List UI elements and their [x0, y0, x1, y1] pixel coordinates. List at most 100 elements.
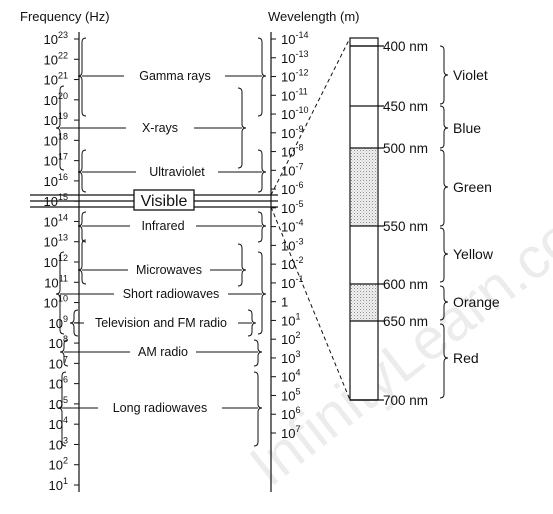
nm-mark-label: 600 nm — [383, 277, 428, 292]
visible-label-box — [133, 189, 195, 211]
brace-left-short — [55, 251, 65, 335]
nm-mark-label: 650 nm — [383, 314, 428, 329]
band-label-uv: Ultraviolet — [149, 165, 205, 179]
frequency-tick-label: 1020 — [44, 91, 68, 108]
frequency-ticks: 1023102210211020101910181017101610151014… — [44, 30, 79, 493]
brace-left-uv — [77, 149, 87, 193]
color-label-yellow: Yellow — [453, 246, 494, 262]
frequency-tick-label: 104 — [49, 415, 68, 432]
wavelength-tick-label: 1 — [281, 295, 288, 310]
wavelength-tick-label: 10-12 — [281, 68, 308, 85]
frequency-tick-label: 1022 — [44, 50, 68, 67]
brace-left-xrays — [55, 85, 65, 171]
brace-orange — [439, 285, 449, 321]
zoom-line-top — [270, 37, 351, 196]
band-label-gamma: Gamma rays — [139, 69, 211, 83]
frequency-axis-title: Frequency (Hz) — [20, 9, 110, 24]
brace-left-micro — [77, 239, 87, 285]
visible-spectrum-bar — [349, 37, 379, 401]
wavelength-tick-label: 10-3 — [281, 236, 303, 253]
frequency-tick-label: 1013 — [44, 233, 68, 250]
band-label-ir: Infrared — [141, 219, 184, 233]
frequency-tick-label: 107 — [49, 354, 68, 371]
frequency-tick-label: 1011 — [44, 273, 68, 290]
frequency-tick-label: 1019 — [44, 111, 68, 128]
band-label-visible: Visible — [141, 193, 188, 210]
wavelength-tick-label: 10-1 — [281, 274, 303, 291]
band-label-xrays: X-rays — [142, 121, 178, 135]
brace-right-am — [253, 339, 263, 367]
wavelength-tick-label: 101 — [281, 311, 300, 328]
band-label-short: Short radiowaves — [123, 287, 220, 301]
frequency-tick-label: 1023 — [44, 30, 68, 47]
brace-yellow — [439, 227, 449, 283]
color-label-violet: Violet — [453, 67, 488, 83]
color-label-orange: Orange — [453, 294, 500, 310]
band-label-am: AM radio — [138, 345, 188, 359]
frequency-tick-label: 1017 — [44, 152, 68, 169]
band-label-long: Long radiowaves — [113, 401, 208, 415]
nm-mark-label: 400 nm — [383, 39, 428, 54]
nm-mark-label: 450 nm — [383, 99, 428, 114]
wavelength-tick-label: 102 — [281, 330, 300, 347]
band-label-connectors — [60, 75, 262, 409]
frequency-tick-label: 1016 — [44, 172, 68, 189]
wavelength-tick-label: 10-6 — [281, 180, 303, 197]
wavelength-axis-title: Wevelength (m) — [268, 9, 360, 24]
right-region-braces — [237, 37, 267, 447]
frequency-tick-label: 1018 — [44, 131, 68, 148]
color-braces — [439, 45, 449, 399]
wavelength-tick-label: 10-2 — [281, 255, 303, 272]
frequency-tick-label: 1021 — [44, 71, 68, 88]
brace-right-gamma — [257, 37, 267, 117]
frequency-tick-label: 1014 — [44, 212, 68, 229]
nm-mark-label: 500 nm — [383, 141, 428, 156]
shade-green — [351, 148, 377, 226]
brace-right-uv — [257, 149, 267, 193]
wavelength-tick-label: 10-4 — [281, 218, 303, 235]
band-labels: Gamma rays X-rays Ultraviolet Infrared M… — [95, 69, 227, 415]
band-label-micro: Microwaves — [136, 263, 202, 277]
color-label-blue: Blue — [453, 120, 481, 136]
wavelength-tick-label: 10-8 — [281, 143, 303, 160]
brace-right-long — [253, 371, 263, 447]
left-region-braces — [55, 37, 87, 447]
wavelength-tick-label: 10-9 — [281, 124, 303, 141]
brace-left-gamma — [77, 37, 87, 117]
frequency-tick-label: 109 — [49, 314, 68, 331]
frequency-tick-label: 1012 — [44, 253, 68, 270]
frequency-tick-label: 101 — [49, 476, 68, 493]
frequency-tick-label: 103 — [49, 435, 68, 452]
color-label-red: Red — [453, 350, 479, 366]
wavelength-tick-label: 104 — [281, 368, 300, 385]
brace-right-short — [257, 251, 267, 335]
brace-right-ir — [257, 211, 267, 243]
brace-right-tv — [247, 309, 257, 337]
brace-left-long — [57, 371, 67, 447]
brace-left-am — [59, 339, 69, 367]
frequency-tick-label: 108 — [49, 334, 68, 351]
frequency-tick-label: 106 — [49, 375, 68, 392]
brace-right-xrays — [237, 87, 247, 169]
wavelength-tick-label: 10-10 — [281, 105, 308, 122]
wavelength-tick-label: 10-11 — [281, 86, 308, 103]
brace-blue — [439, 105, 449, 149]
frequency-tick-label: 105 — [49, 395, 68, 412]
brace-left-ir — [77, 211, 87, 243]
wavelength-ticks: 10-1410-1310-1210-1110-1010-910-810-710-… — [271, 30, 308, 441]
frequency-tick-label: 1010 — [44, 294, 68, 311]
visible-band-strip: Visible — [30, 189, 278, 211]
color-label-green: Green — [453, 179, 492, 195]
brace-right-micro — [237, 243, 247, 287]
wavelength-tick-label: 10-5 — [281, 199, 303, 216]
wavelength-tick-label: 103 — [281, 349, 300, 366]
wavelength-tick-label: 10-7 — [281, 161, 303, 178]
wavelength-tick-label: 10-14 — [281, 30, 308, 47]
nm-mark-label: 550 nm — [383, 219, 428, 234]
frequency-tick-label: 102 — [49, 456, 68, 473]
brace-red — [439, 323, 449, 399]
band-label-tv: Television and FM radio — [95, 316, 227, 330]
